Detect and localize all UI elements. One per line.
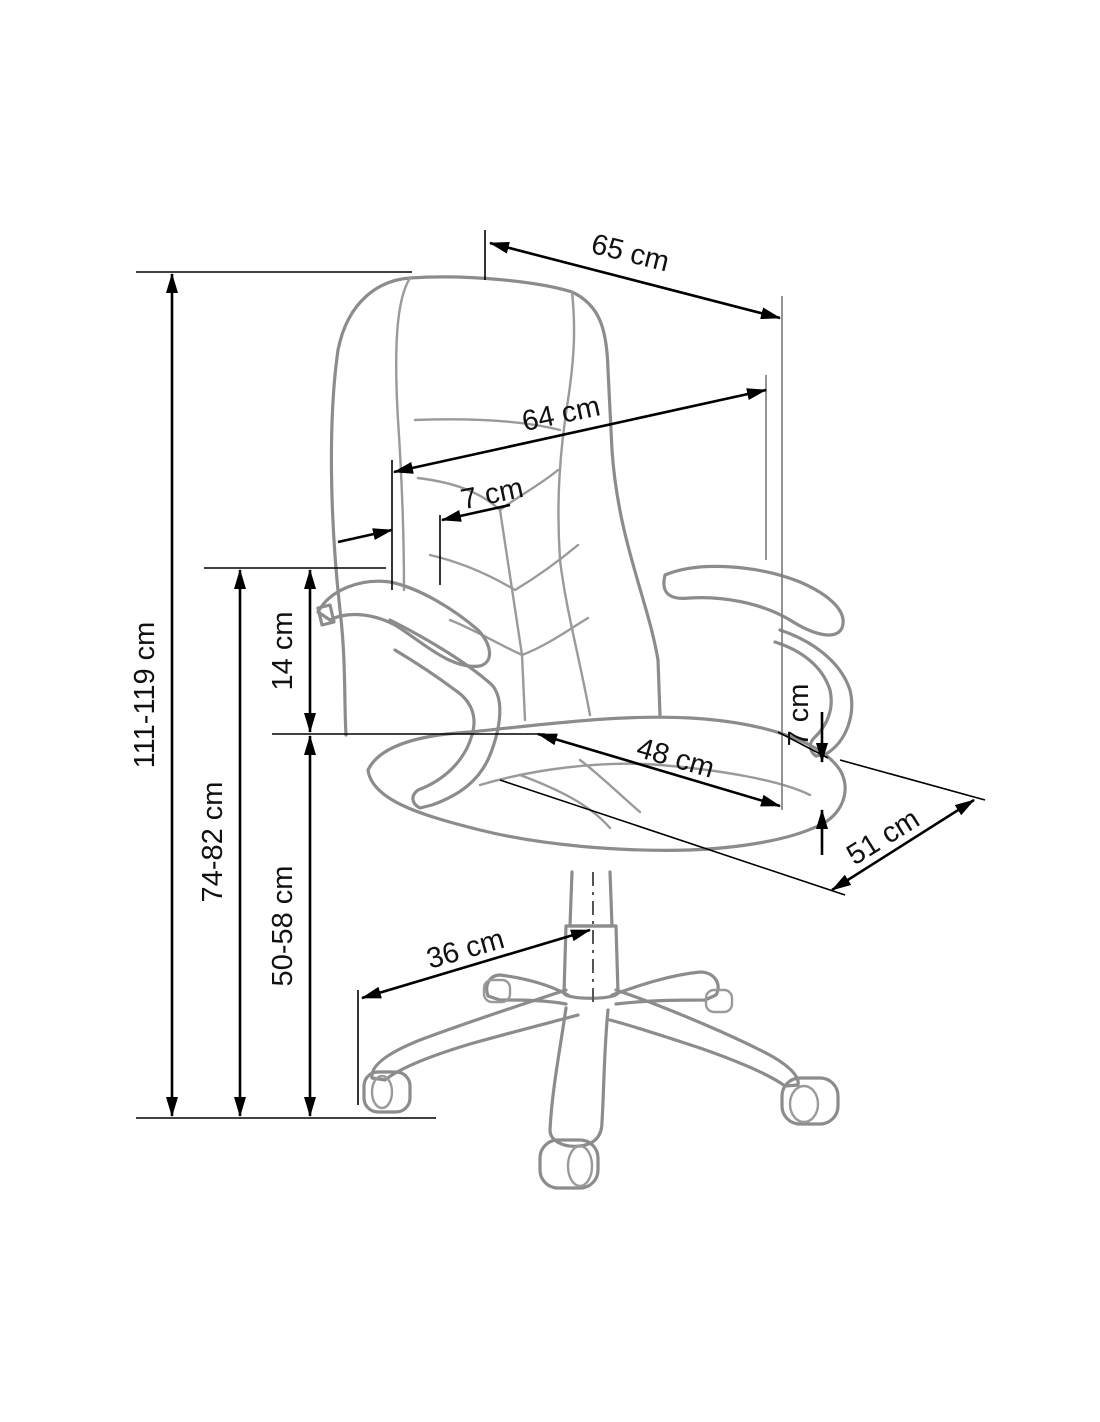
ext-seat-back-51: [499, 779, 846, 896]
gas-lift-sleeve: [562, 924, 620, 1000]
seat-cushion-seam: [518, 758, 642, 830]
label-backrest-width: 64 cm: [519, 390, 603, 438]
backrest-center-line: [498, 508, 527, 722]
caster-back-right: [704, 988, 734, 1014]
label-seat-depth: 48 cm: [633, 732, 718, 785]
backrest-seam-2: [428, 543, 580, 592]
label-seat-height: 50-58 cm: [267, 866, 299, 987]
arrow-7cm-armrest-right: [441, 503, 511, 522]
label-armrest-width: 7 cm: [458, 472, 526, 516]
arrow-51cm: [831, 798, 975, 892]
gas-lift: [568, 870, 614, 928]
extension-lines: [136, 230, 986, 1119]
caster-right: [780, 1076, 840, 1126]
base-leg-front: [548, 1006, 610, 1148]
label-total-height: 111-119 cm: [129, 622, 161, 769]
backrest-right-panel: [557, 290, 592, 717]
label-armrest-floor-height: 74-82 cm: [197, 782, 229, 903]
base-leg-back-right: [610, 970, 720, 1006]
caster-left: [362, 1070, 412, 1114]
ext-seat-front-51: [839, 759, 986, 801]
backrest-shell: [329, 276, 412, 737]
left-armrest-support: [388, 618, 502, 810]
backrest-left-panel: [394, 276, 412, 592]
arrow-7cm-armrest-left: [337, 528, 393, 544]
arrow-65cm: [489, 241, 781, 320]
arrow-36cm: [361, 928, 591, 1000]
dimension-labels: 65 cm 64 cm 7 cm 14 cm 48 cm 7 cm 51 cm …: [129, 228, 925, 986]
label-seat-thickness: 7 cm: [783, 684, 815, 747]
dimension-arrows: [166, 241, 975, 1117]
arrow-48cm: [537, 732, 781, 808]
base-leg-right: [608, 988, 800, 1088]
caster-front: [538, 1138, 600, 1190]
right-armrest-support: [773, 628, 854, 758]
label-armrest-height: 14 cm: [267, 612, 299, 691]
left-armrest-pad: [316, 579, 492, 668]
label-chair-depth: 51 cm: [841, 803, 925, 872]
right-armrest-pad: [662, 564, 845, 637]
arrow-64cm: [393, 388, 767, 474]
base-leg-left: [370, 988, 580, 1082]
left-armrest-knob: [316, 603, 336, 627]
